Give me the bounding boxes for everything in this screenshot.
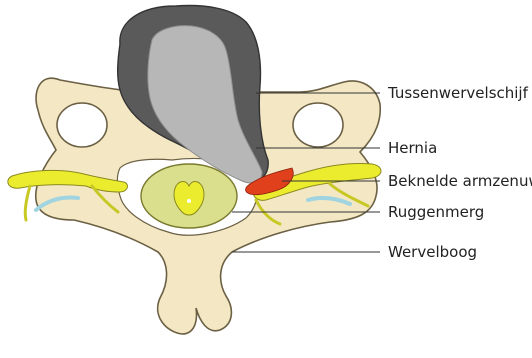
central-canal xyxy=(187,199,191,203)
label-nerve: Beknelde armzenuw xyxy=(388,172,532,190)
left-foramen xyxy=(57,103,107,147)
label-cord: Ruggenmerg xyxy=(388,203,484,221)
label-arch: Wervelboog xyxy=(388,243,477,261)
spinal-cord xyxy=(141,164,237,228)
right-foramen xyxy=(293,103,343,147)
labels: Tussenwervelschijf Hernia Beknelde armze… xyxy=(387,84,532,261)
label-hernia: Hernia xyxy=(388,139,437,157)
label-disc: Tussenwervelschijf xyxy=(387,84,529,102)
